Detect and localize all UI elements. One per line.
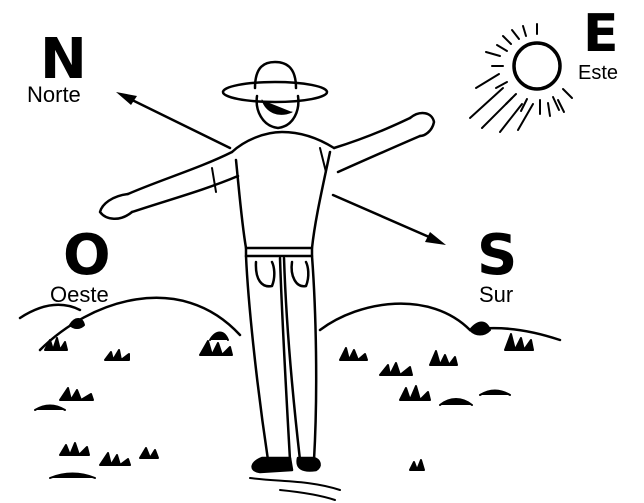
- arrow-north-icon: [116, 92, 230, 148]
- east-word: Este: [578, 63, 618, 83]
- west-letter: O: [63, 228, 111, 284]
- sun-icon: [470, 24, 572, 132]
- south-letter: S: [477, 228, 517, 284]
- west-word: Oeste: [50, 284, 109, 306]
- south-word: Sur: [479, 284, 513, 306]
- north-letter: N: [40, 32, 87, 88]
- arrow-south-icon: [333, 195, 446, 245]
- east-letter: E: [583, 8, 619, 60]
- man-figure: [100, 62, 434, 500]
- north-word: Norte: [27, 84, 81, 106]
